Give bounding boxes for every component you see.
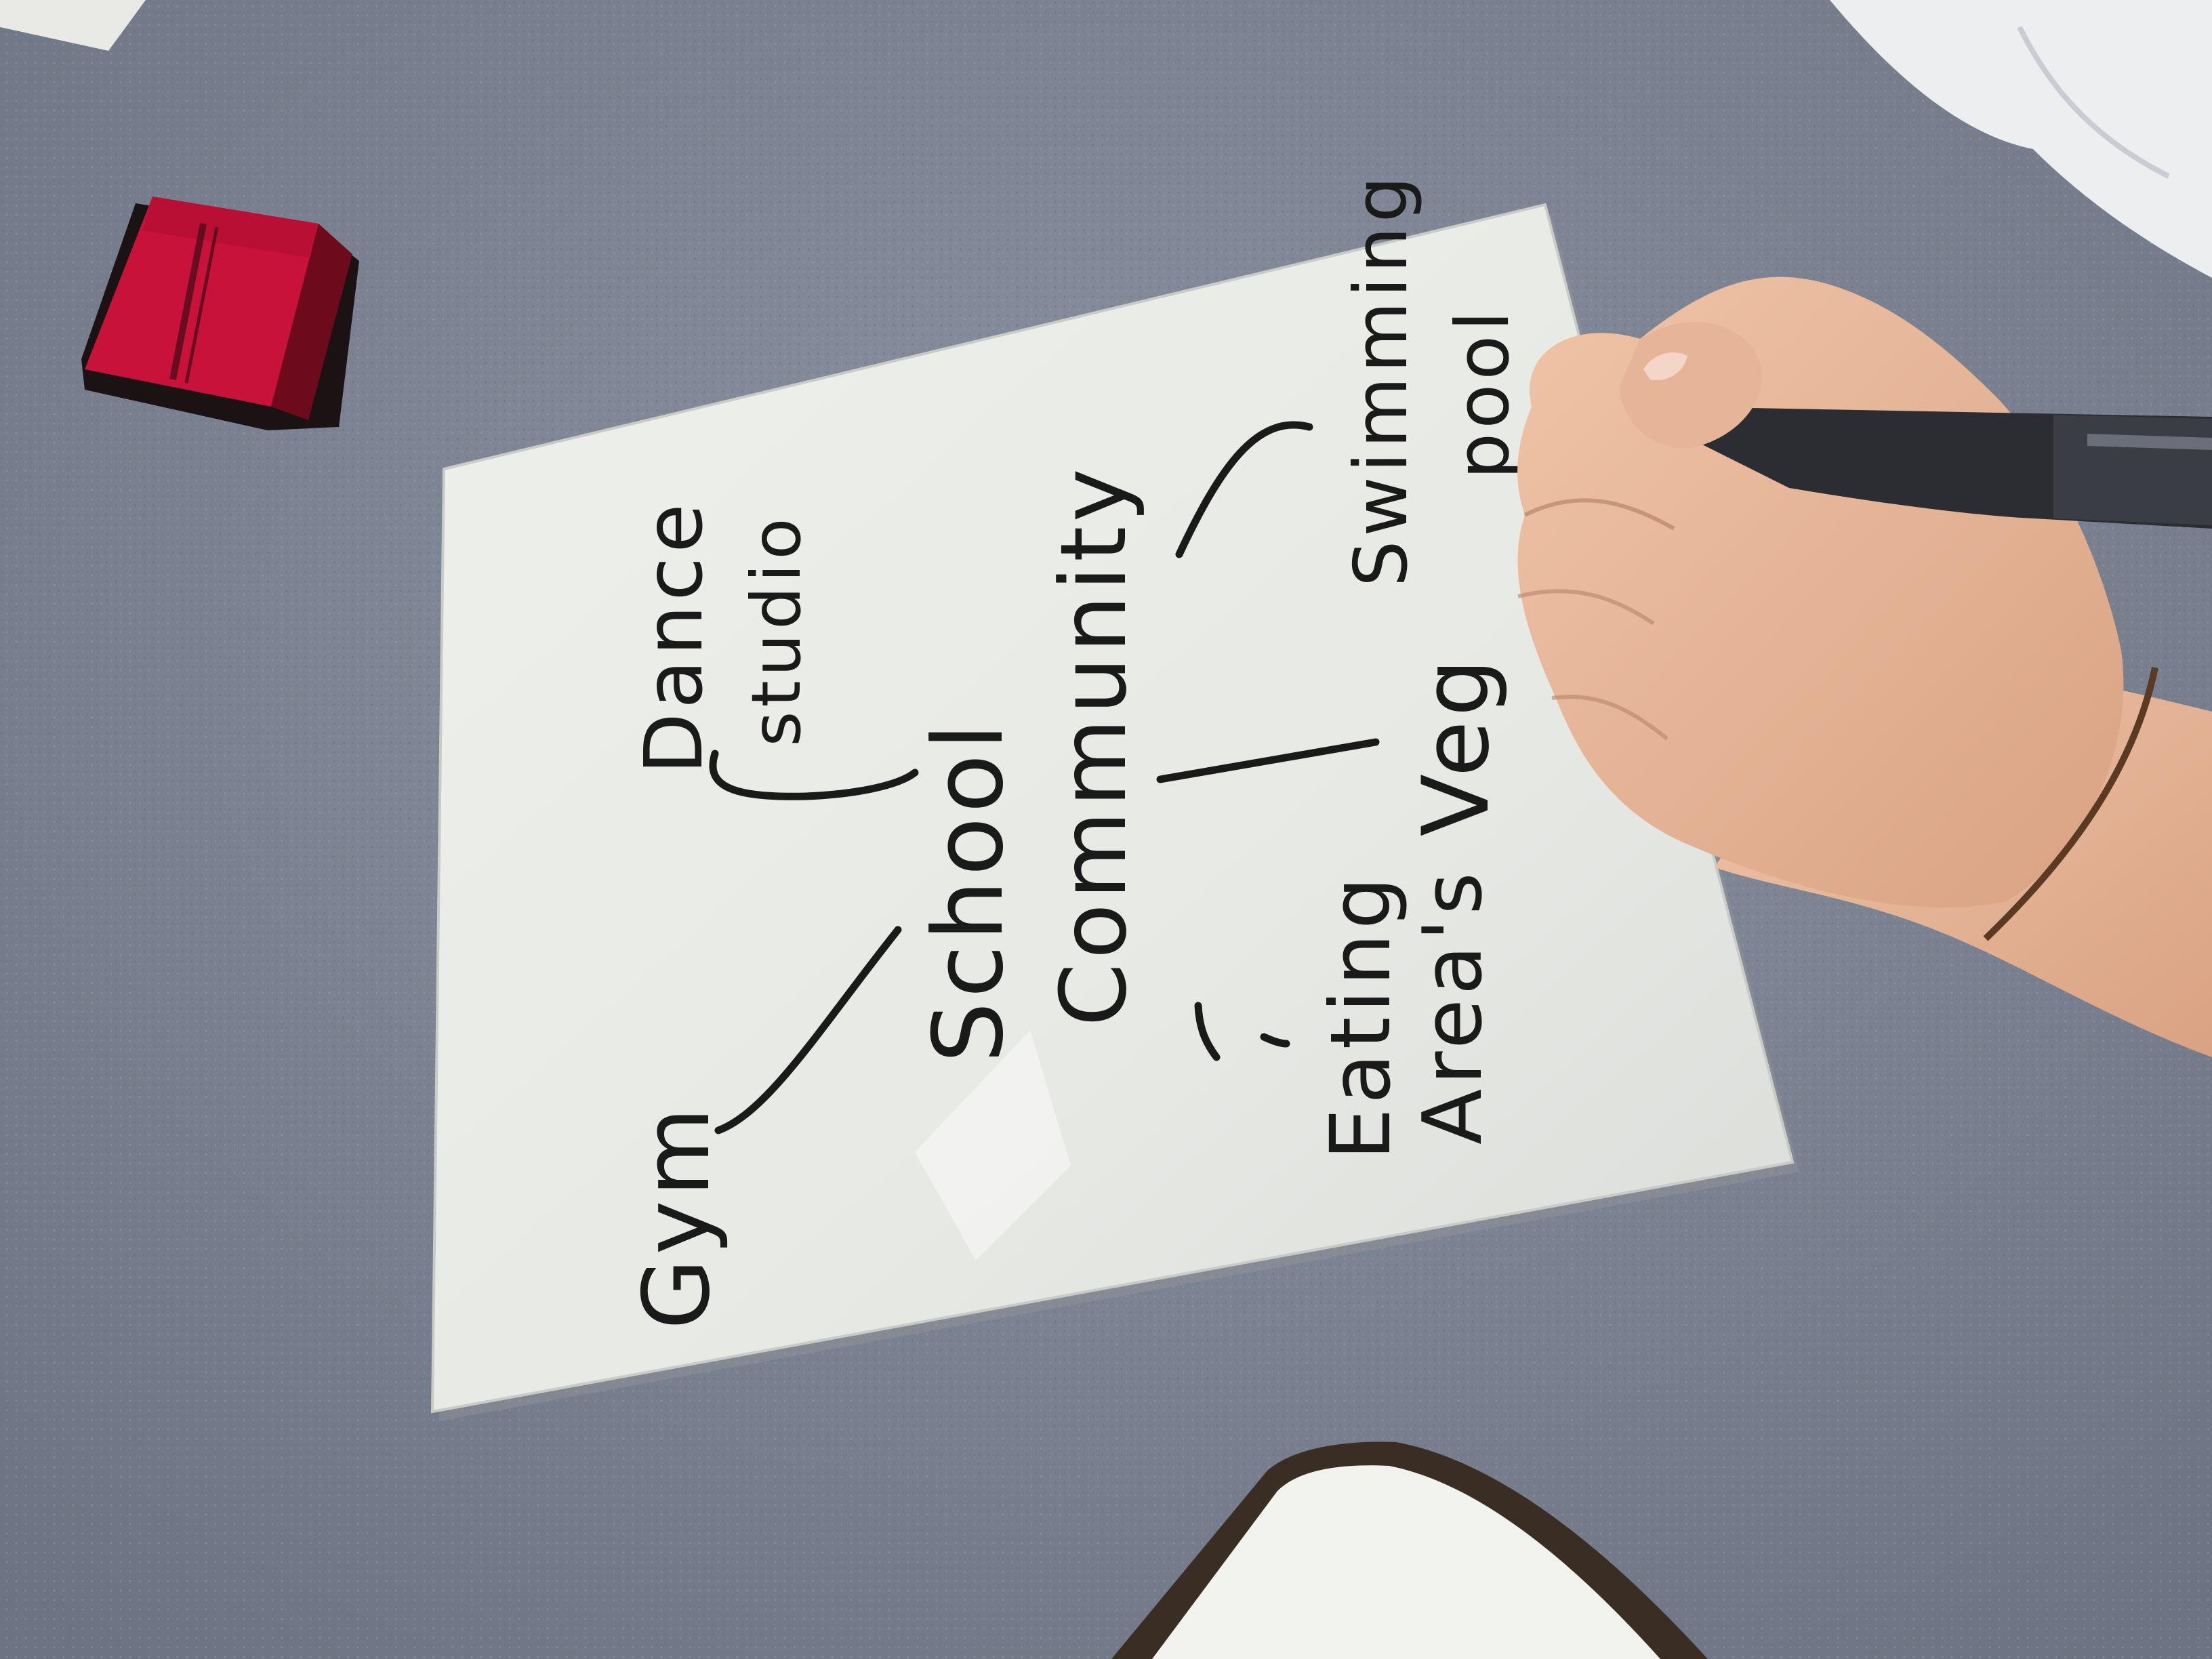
swim-label-line2: pool — [1441, 307, 1525, 480]
hair-tie-bracelet — [1983, 666, 2158, 941]
connector-dance — [709, 750, 919, 800]
paper-corner — [0, 0, 146, 51]
thumb — [1620, 322, 1762, 449]
eating-label-line2: Area's — [1406, 868, 1500, 1145]
marker-cap — [2053, 415, 2212, 525]
connector-eating-tick — [1260, 1033, 1290, 1048]
connector-eating — [1194, 1002, 1221, 1061]
veg-label: Veg — [1403, 655, 1509, 837]
connector-gym — [714, 926, 902, 1134]
center-label-community: Community — [1041, 464, 1147, 1027]
finger-crease — [1523, 498, 1675, 531]
center-label-school: School — [913, 719, 1025, 1063]
connector-veg — [1156, 738, 1380, 783]
marker-highlight — [2087, 434, 2212, 450]
dance-label-line2: studio — [737, 514, 816, 746]
hand-with-marker — [1517, 276, 2212, 1057]
dance-label-line1: Dance — [627, 499, 720, 774]
device-case — [1111, 1441, 1708, 1659]
white-sleeve — [1830, 0, 2212, 278]
connector-swim — [1175, 421, 1313, 558]
red-eraser — [81, 197, 359, 430]
sleeve-fold — [2017, 26, 2170, 179]
finger-crease — [1551, 695, 1668, 741]
gym-label: Gym — [623, 1103, 730, 1330]
eating-label-line1: Eating — [1313, 873, 1409, 1160]
whiteboard — [430, 203, 1799, 1421]
mindmap-connectors — [709, 421, 1380, 1134]
fingernail — [1643, 352, 1687, 380]
finger-crease — [1517, 589, 1655, 626]
mindmap-labels: Gym Dance studio School Community Eating… — [623, 172, 1525, 1330]
swim-label-line1: Swimming — [1339, 172, 1424, 587]
